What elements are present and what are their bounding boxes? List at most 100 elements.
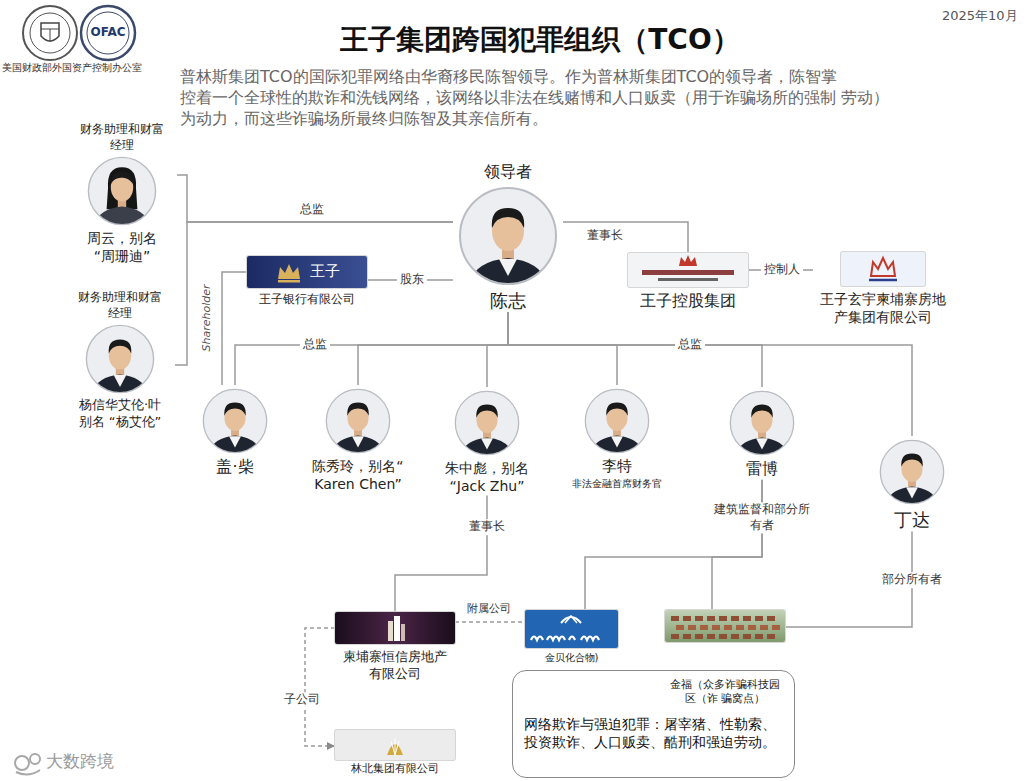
company-node: 王子王子银行有限公司 (247, 256, 367, 308)
company-name: 林北集团有限公司 (335, 762, 455, 776)
portrait-photo (87, 156, 157, 226)
treasury-seal (23, 6, 77, 60)
edge-label: Shareholder (200, 281, 214, 354)
caption-text: 普林斯集团TCO的国际犯罪网络由华裔移民陈智领导。作为普林斯集团TCO的领导者，… (180, 66, 930, 129)
edge-label: 总监 (675, 337, 705, 353)
connector-line (585, 480, 762, 610)
connector-line (455, 621, 525, 623)
logo-image: 王子 (247, 256, 367, 288)
connector-line (563, 222, 688, 253)
portrait-frame (458, 186, 558, 286)
ofac-seal (81, 6, 135, 60)
portrait-frame (202, 388, 268, 454)
company-node: 金福（众多诈骗科技园区（诈 骗窝点） (665, 610, 785, 707)
person-node: 盖·柴 (195, 385, 275, 478)
person-name: 陈志 (453, 289, 563, 312)
portrait-frame (325, 388, 391, 454)
edge-label: 总监 (300, 337, 330, 353)
logo-icon (335, 612, 455, 644)
edge-label: 股东 (397, 272, 427, 288)
person-name: 非法金融首席财务官 (562, 477, 672, 490)
person-name: 雷博 (722, 459, 802, 480)
portrait-photo (584, 388, 650, 454)
date-label: 2025年10月 (942, 8, 1030, 25)
company-node: 林北集团有限公司 (335, 730, 455, 776)
connector-line (487, 312, 508, 387)
logo-text: 王子 (310, 262, 340, 282)
logo-icon (335, 730, 455, 760)
watermark-icon (15, 754, 40, 775)
logo-image (525, 610, 618, 648)
portrait-photo (729, 390, 795, 456)
portrait-frame (87, 156, 157, 226)
connector-line (177, 175, 453, 222)
company-node: 王子玄宇柬埔寨房地 产集团有限公司 (813, 252, 953, 326)
portrait-photo (458, 186, 558, 286)
edge-label: 董事长 (584, 228, 626, 244)
portrait-photo (325, 388, 391, 454)
portrait-photo (202, 388, 268, 454)
logo-image (665, 610, 785, 642)
person-node: 领导者陈志 (453, 162, 563, 312)
person-node: 陈秀玲，别名“ Karen Chen” (298, 385, 418, 493)
watermark: 大数跨境 (46, 750, 146, 772)
person-name: 朱中彪，别名 “Jack Zhu” (427, 459, 547, 495)
agency-name: 美国财政部外国资产控制办公室 (2, 61, 152, 74)
connector-line (358, 312, 508, 385)
role-text: 财务助理和财富 经理 (75, 122, 170, 153)
person-name: 陈秀玲，别名“ Karen Chen” (298, 457, 418, 493)
connector-line (508, 312, 617, 385)
person-name: 周云，别名 “周珊迪” (67, 229, 177, 265)
role-text: 财务助理和财富 经理 (73, 290, 168, 321)
logo-image (841, 252, 925, 286)
company-name: 王子玄宇柬埔寨房地 产集团有限公司 (813, 290, 953, 326)
logo-text: OFAC (84, 25, 132, 41)
edge-label: 部分所有者 (879, 572, 945, 588)
company-name: 王子控股集团 (628, 291, 748, 312)
person-name: 丁达 (872, 508, 952, 531)
person-node: 朱中彪，别名 “Jack Zhu” (427, 387, 547, 495)
connector-line (508, 312, 762, 387)
portrait-frame (729, 390, 795, 456)
edge-label: 控制人 (761, 262, 803, 278)
portrait-photo (879, 439, 945, 505)
company-name: 柬埔寨恒信房地产 有限公司 (335, 649, 455, 683)
connector-line (508, 312, 912, 436)
portrait-frame (85, 324, 155, 394)
company-name: 金福（众多诈骗科技园区（诈 骗窝点） (665, 678, 785, 707)
connector-line (712, 480, 762, 610)
logo-image (628, 253, 748, 287)
connector-line (175, 222, 453, 365)
edge-label: 总监 (297, 202, 327, 218)
person-node: 丁达 (872, 436, 952, 531)
logo-icon (665, 610, 785, 642)
company-name: 金贝化合物) (525, 651, 618, 664)
connector-line (395, 495, 487, 612)
portrait-photo (454, 390, 520, 456)
logo-icon (274, 259, 304, 285)
person-node: 李特非法金融首席财务官 (562, 385, 672, 490)
person-node: 财务助理和财富 经理杨信华艾伦·叶 别名 “杨艾伦” (65, 290, 175, 431)
connector-line (235, 312, 508, 385)
portrait-frame (454, 390, 520, 456)
person-name: 李特 (562, 457, 672, 477)
company-node: 王子控股集团 (628, 253, 748, 312)
person-node: 雷博 (722, 387, 802, 480)
logo-image (335, 612, 455, 644)
company-name: 王子银行有限公司 (247, 292, 367, 308)
person-name: 杨信华艾伦·叶 别名 “杨艾伦” (65, 397, 175, 431)
edge-label: 附属公司 (464, 602, 514, 616)
logo-icon (841, 252, 925, 286)
portrait-frame (879, 439, 945, 505)
edge-label: 董事长 (466, 519, 508, 535)
role-text: 领导者 (453, 162, 563, 183)
logo-icon (628, 253, 748, 287)
connector-line (305, 628, 335, 746)
portrait-frame (584, 388, 650, 454)
logo-image (335, 730, 455, 760)
edge-label: 建筑监督和部分所 有者 (707, 502, 817, 533)
person-name: 盖·柴 (195, 457, 275, 478)
edge-label: 子公司 (281, 692, 323, 708)
crime-box: 网络欺诈与强迫犯罪：屠宰猪、性勒索、 投资欺诈、人口贩卖、酷刑和强迫劳动。 (512, 670, 795, 778)
